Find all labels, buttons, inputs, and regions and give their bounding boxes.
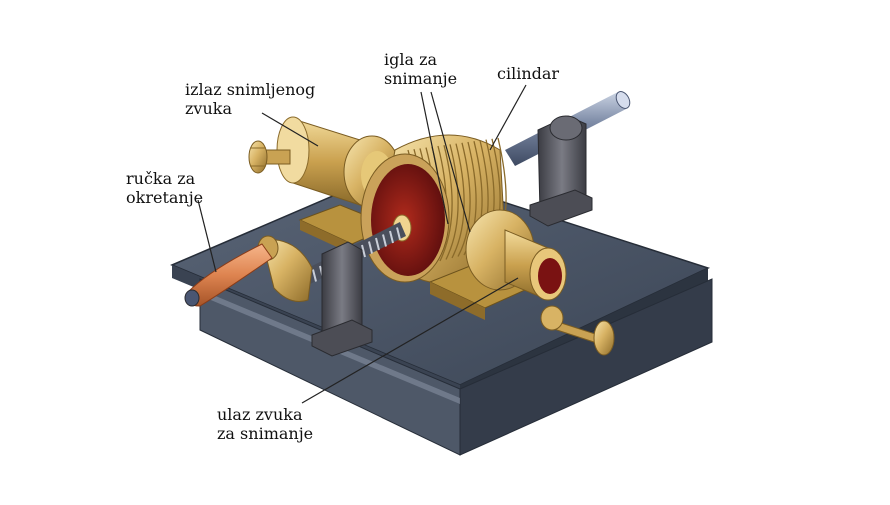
label-needle-line2: snimanje [384,69,458,88]
screw-thread [368,241,373,254]
cylinder-groove [445,144,459,260]
leader-handle [197,199,217,273]
screw-thread [375,237,380,251]
leader-input [301,277,519,404]
leader-output [261,112,319,147]
cylinder-groove [439,145,453,262]
screw-thread [312,269,317,282]
label-input-line1: ulaz zvuka [217,405,303,424]
label-output: izlaz snimljenog zvuka [185,80,315,118]
leader-cylinder [489,84,527,151]
sound-input-horn [428,209,615,356]
label-output-line1: izlaz snimljenog [185,80,316,99]
crank-handle [184,235,313,307]
label-handle: ručka za okretanje [126,169,203,207]
leader-needle-a [420,91,449,225]
label-needle: igla za snimanje [384,50,457,88]
cylinder-groove [457,142,471,257]
screw-thread [361,244,366,258]
screw-thread [396,227,401,240]
label-input-line2: za snimanje [217,424,314,443]
screw-thread [382,234,387,247]
right-bracket [529,115,593,227]
label-output-line2: zvuka [185,99,233,118]
leader-lines [197,84,527,404]
cylinder-groove [451,143,465,259]
label-cylinder: cilindar [497,64,559,83]
label-handle-line2: okretanje [126,188,204,207]
screw-thread [389,230,394,244]
label-input: ulaz zvuka za snimanje [217,405,313,443]
label-needle-line1: igla za [384,50,438,69]
leader-needle-b [430,91,471,233]
label-handle-line1: ručka za [126,169,196,188]
label-cylinder-text: cilindar [497,64,560,83]
left-bracket [311,241,373,357]
